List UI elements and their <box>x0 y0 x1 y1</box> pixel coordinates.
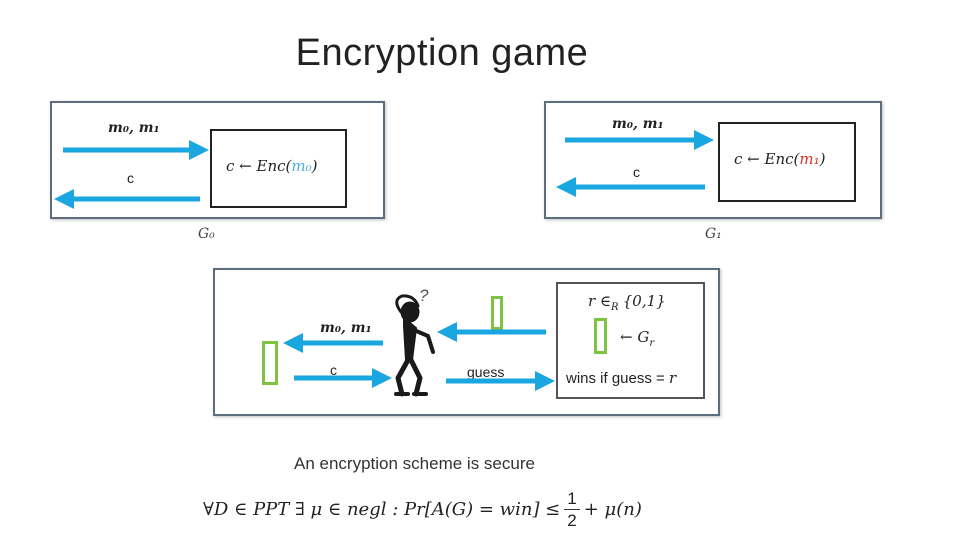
game-0-message-arg: m₀ <box>291 157 312 175</box>
fraction-denominator: 2 <box>567 511 577 530</box>
challenger-bit-slot <box>594 318 607 354</box>
left-bit-slot <box>262 341 278 385</box>
game-1-challenger-text: c ← Enc(m₁) <box>734 150 826 168</box>
guess-bit-slot <box>491 296 503 330</box>
security-statement: An encryption scheme is secure <box>294 454 535 473</box>
challenger-game-text: ← Gr <box>620 328 655 349</box>
question-mark: ? <box>419 286 429 305</box>
challenger-box <box>556 282 705 399</box>
challenger-sample-text: r ∈R {0,1} <box>588 292 666 313</box>
game-0-name: G₀ <box>198 226 215 242</box>
game-0-challenger-text: c ← Enc(m₀) <box>226 157 318 175</box>
game-0-cipher-label: c <box>127 170 134 186</box>
page-title: Encryption game <box>295 32 589 74</box>
fraction-numerator: 1 <box>564 490 580 510</box>
person-thinking-icon <box>394 294 435 397</box>
challenger-win-text: wins if guess = r <box>566 369 677 387</box>
guess-label: guess <box>467 364 505 380</box>
adversary-cipher-label: c <box>330 362 337 378</box>
game-1-message-arg: m₁ <box>799 150 820 168</box>
game-1-challenger-box <box>718 122 856 202</box>
adversary-messages-label: m₀, m₁ <box>320 320 372 336</box>
game-1-name: G₁ <box>705 226 722 242</box>
game-1-messages-label: m₀, m₁ <box>612 116 664 132</box>
game-0-messages-label: m₀, m₁ <box>108 120 160 136</box>
security-formula: ∀D ∈ PPT ∃ μ ∈ negl : Pr[A(G) = win] ≤ 1… <box>203 489 642 530</box>
game-0-challenger-box <box>210 129 347 208</box>
game-1-cipher-label: c <box>633 164 640 180</box>
